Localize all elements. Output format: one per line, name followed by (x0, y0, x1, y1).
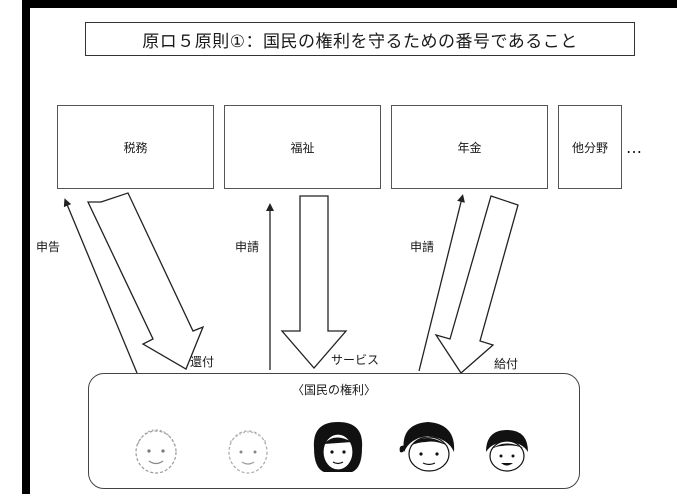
woman-face-icon (313, 422, 363, 472)
pension-application-arrow (418, 194, 465, 372)
child-face-icon (486, 430, 528, 472)
field-box-pension: 年金 (391, 105, 548, 189)
field-box-welfare: 福祉 (224, 105, 381, 189)
pension-benefit-label: 給付 (494, 357, 519, 371)
field-label-tax: 税務 (123, 140, 148, 155)
pension-benefit-arrow (434, 195, 519, 374)
field-box-other: 他分野 (558, 105, 622, 189)
tax-declaration-arrow (63, 198, 138, 374)
mother-face-icon (399, 422, 455, 472)
elderly-man-face-icon (228, 430, 268, 474)
welfare-service-label: サービス (331, 353, 380, 367)
diagram-title: 原ロ５原則①：国民の権利を守るための番号であること (85, 22, 635, 56)
field-box-tax: 税務 (57, 105, 214, 189)
field-label-other: 他分野 (571, 140, 608, 155)
frame-top-border (22, 0, 677, 8)
frame-left-border (22, 0, 30, 494)
tax-refund-arrow (86, 192, 205, 370)
welfare-application-label: 申請 (235, 240, 260, 254)
citizens-rights-label: 〈国民の権利〉 (291, 383, 376, 397)
field-label-pension: 年金 (457, 140, 482, 155)
pension-application-label: 申請 (410, 240, 435, 254)
field-label-welfare: 福祉 (290, 140, 315, 155)
tax-declaration-label: 申告 (36, 240, 61, 254)
tax-refund-label: 還付 (190, 355, 215, 369)
welfare-service-arrow (280, 195, 348, 369)
more-fields-ellipsis: … (626, 138, 643, 157)
elderly-woman-face-icon (135, 429, 177, 474)
diagram-title-text: 原ロ５原則①：国民の権利を守るための番号であること (142, 31, 578, 52)
